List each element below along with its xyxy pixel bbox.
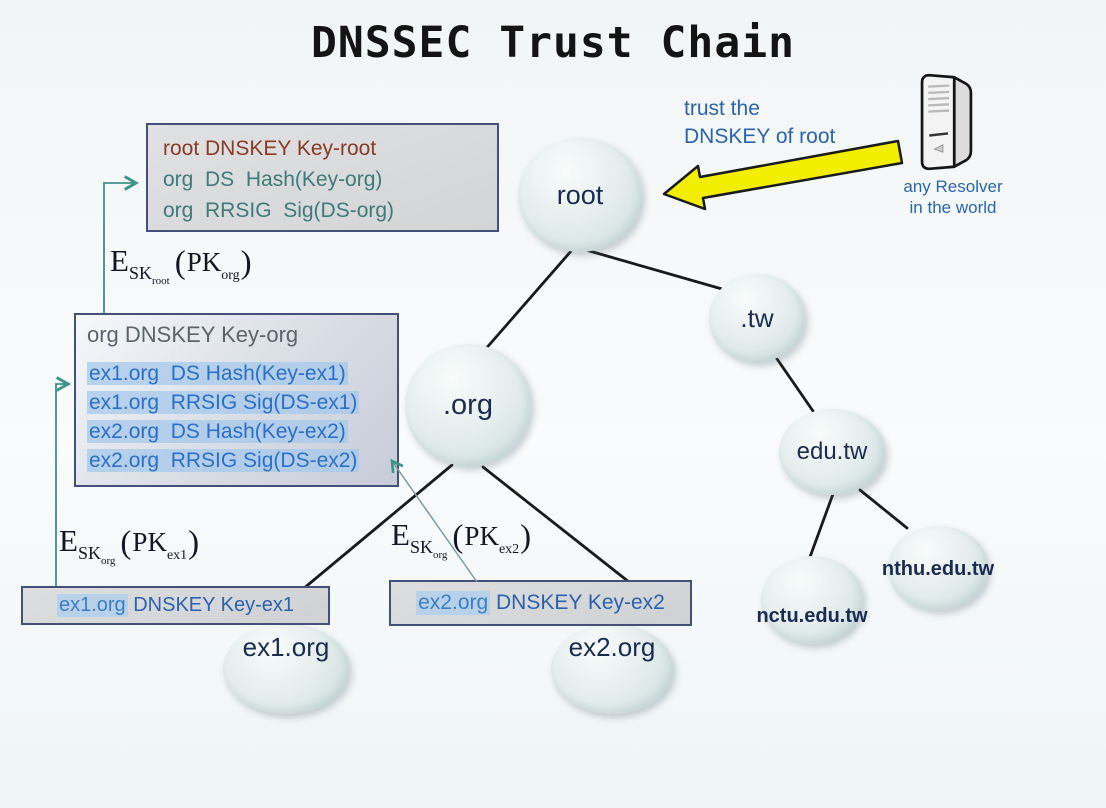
edge-root-org <box>481 248 574 354</box>
trust-note-line1: trust the <box>684 97 760 120</box>
node-tw: .tw <box>709 274 805 362</box>
node-org: .org <box>405 344 531 466</box>
ex1-rrsig-row: ex1.org RRSIG Sig(DS-ex1) <box>87 391 360 414</box>
node-root-label: root <box>556 179 604 210</box>
ex2-rrsig-row: ex2.org RRSIG Sig(DS-ex2) <box>87 449 360 472</box>
node-ex1-org-label: ex1.org <box>242 632 330 662</box>
arrow-ex1box-to-orgbox <box>55 376 71 586</box>
node-tw-label: .tw <box>740 302 774 333</box>
node-root: root <box>518 138 642 252</box>
node-ex1-org: ex1.org <box>223 624 349 714</box>
org-rrsig-row: org RRSIG Sig(DS-org) <box>163 199 395 222</box>
ex2-dnskey-box: ex2.org DNSKEY Key-ex2 <box>389 580 692 626</box>
ex1-ds-row: ex1.org DS Hash(Key-ex1) <box>87 362 348 385</box>
org-dnskey-header: org DNSKEY Key-org <box>87 322 299 347</box>
resolver-caption-line1: any Resolver <box>903 177 1003 196</box>
org-dnskey-box: org DNSKEY Key-org ex1.org DS Hash(Key-e… <box>74 313 399 487</box>
node-ex2-org-label: ex2.org <box>568 632 656 662</box>
arrow-orgbox-to-rootbox <box>103 175 139 313</box>
resolver-caption-line2: in the world <box>909 198 997 217</box>
trust-note-line2: DNSKEY of root <box>684 125 836 148</box>
node-nthu-edu-tw: nthu.edu.tw <box>882 526 994 610</box>
resolver-server-icon <box>920 73 973 171</box>
edge-org-ex2 <box>481 465 631 584</box>
node-org-label: .org <box>443 388 493 421</box>
page-title: DNSSEC Trust Chain <box>311 18 795 68</box>
ex1-dnskey-box: ex1.org DNSKEY Key-ex1 <box>21 586 330 625</box>
ex2-ds-row: ex2.org DS Hash(Key-ex2) <box>87 420 348 443</box>
formula-esk-root: ESKroot (PKorg) <box>110 243 252 287</box>
node-edu-tw: edu.tw <box>779 409 885 495</box>
node-nthu-edu-tw-label: nthu.edu.tw <box>881 557 995 580</box>
edge-edutw-nctu <box>808 492 835 559</box>
ex2-name: ex2.org <box>416 591 491 615</box>
org-ds-row: org DS Hash(Key-org) <box>163 168 383 191</box>
yellow-trust-arrow <box>662 139 904 211</box>
formula-esk-org-ex1: ESKorg (PKex1) <box>59 523 200 567</box>
formula-esk-org-ex2: ESKorg (PKex2) <box>391 517 532 561</box>
resolver-caption: any Resolver in the world <box>872 176 1034 218</box>
edge-edutw-nthu <box>858 488 909 530</box>
ex2-rest: DNSKEY Key-ex2 <box>490 591 665 614</box>
edge-tw-edutw <box>773 354 815 413</box>
node-nctu-edu-tw: nctu.edu.tw <box>756 556 868 644</box>
edge-root-tw <box>584 248 724 291</box>
node-edu-tw-label: edu.tw <box>796 438 868 465</box>
root-dnskey-row: root DNSKEY Key-root <box>163 137 377 160</box>
root-dnskey-box: root DNSKEY Key-root org DS Hash(Key-org… <box>146 123 499 232</box>
node-nctu-edu-tw-label: nctu.edu.tw <box>756 604 868 627</box>
ex1-name: ex1.org <box>56 594 128 617</box>
ex1-rest: DNSKEY Key-ex1 <box>127 594 295 616</box>
trust-note: trust the DNSKEY of root <box>684 95 835 151</box>
node-ex2-org: ex2.org <box>551 624 673 714</box>
